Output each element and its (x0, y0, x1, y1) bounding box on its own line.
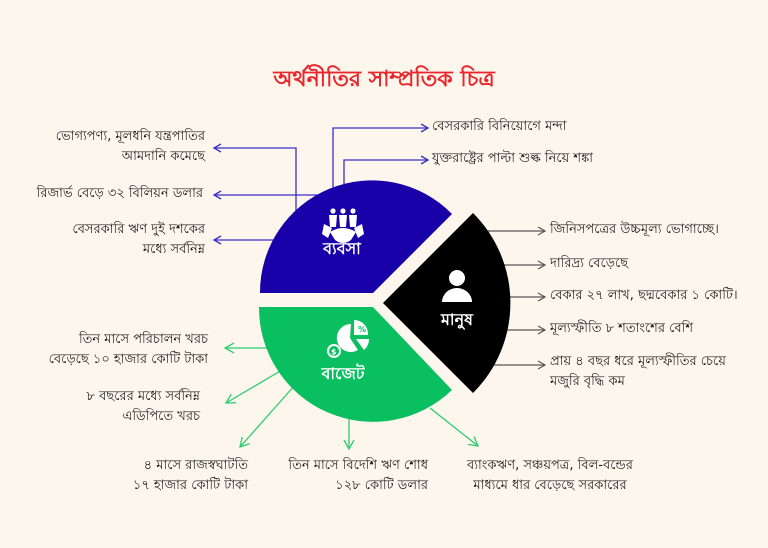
svg-text:%: % (358, 325, 366, 334)
budget-note-adp: ৮ বছরের মধ্যে সর্বনিম্ন এডিপিতে খরচ (86, 389, 200, 424)
people-note-prices: জিনিসপত্রের উচ্চমূল্য ভোগাচ্ছে। (550, 222, 719, 237)
svg-text:$: $ (331, 348, 337, 357)
people-note-wages: প্রায় ৪ বছর ধরে মূল্যস্ফীতির চেয়ে মজুর… (550, 354, 726, 389)
budget-note-operating-cost: তিন মাসে পরিচালন খরচ বেড়েছে ১০ হাজার কো… (48, 332, 208, 367)
segment-label-business: ব্যবসা (323, 239, 361, 258)
handshake-people-icon (322, 208, 364, 243)
segment-label-budget: বাজেট (321, 364, 365, 383)
segment-budget (258, 307, 452, 422)
segment-label-people: মানুষ (441, 310, 473, 329)
business-note-reserve: রিজার্ভ বেড়ে ৩২ বিলিয়ন ডলার (36, 186, 203, 201)
person-icon (442, 270, 472, 302)
business-note-tariff: যুক্তরাষ্ট্রের পাল্টা শুল্ক নিয়ে শঙ্কা (432, 151, 594, 166)
budget-note-revenue-deficit: ৪ মাসে রাজস্বঘাটতি ১৭ হাজার কোটি টাকা (132, 458, 248, 493)
page-title: অর্থনীতির সাম্প্রতিক চিত্র (273, 67, 495, 92)
people-note-inflation: মূল্যস্ফীতি ৮ শতাংশের বেশি (550, 321, 694, 336)
business-note-imports: ভোগ্যপণ্য, মূলধনি যন্ত্রপাতির আমদানি কমে… (55, 129, 205, 164)
budget-note-borrowing: ব্যাংকঋণ, সঞ্চয়পত্র, বিল-বন্ডের মাধ্যমে… (467, 458, 633, 493)
people-note-poverty: দারিদ্র্য বেড়েছে (550, 256, 629, 271)
budget-connectors (223, 342, 480, 451)
segment-business (259, 180, 452, 293)
segment-people (383, 213, 511, 393)
budget-note-foreign-debt: তিন মাসে বিদেশি ঋণ শোধ ১২৮ কোটি ডলার (288, 458, 428, 493)
pie-chart-dollar-percent-icon: % $ (327, 319, 370, 358)
business-note-private-credit: বেসরকারি ঋণ দুই দশকের মধ্যে সর্বনিম্ন (72, 222, 205, 257)
people-connectors (485, 226, 547, 370)
people-note-unemployment: বেকার ২৭ লাখ, ছদ্মবেকার ১ কোটি। (550, 288, 738, 303)
business-note-investment: বেসরকারি বিনিয়োগে মন্দা (432, 119, 567, 134)
